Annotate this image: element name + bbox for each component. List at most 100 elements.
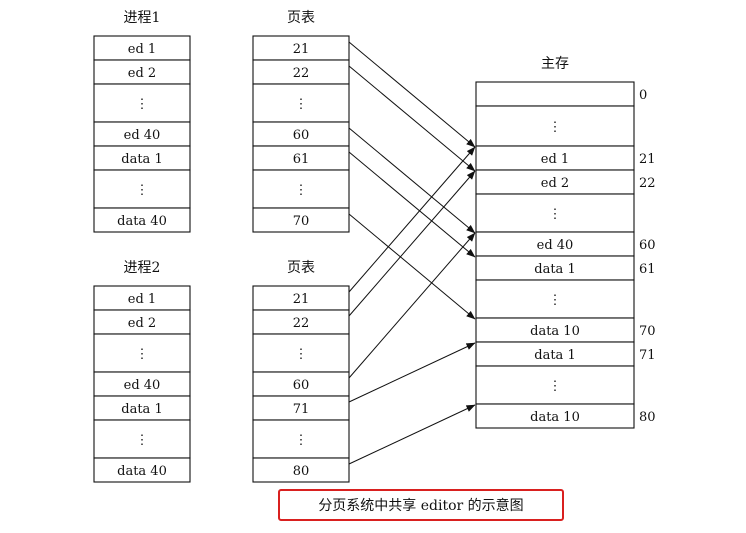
memory-cell — [475, 403, 635, 429]
process1-cell-label: data 1 — [121, 152, 162, 167]
arrows-layer — [348, 41, 476, 465]
pagetable2-title: 页表 — [287, 260, 315, 276]
process2-cell — [93, 419, 191, 459]
pagetable2-cell-label: 22 — [293, 316, 310, 331]
process2-cell-label: data 1 — [121, 402, 162, 417]
figure-caption: 分页系统中共享 editor 的示意图 — [278, 489, 564, 521]
process2-ellipsis: ⋮ — [136, 347, 149, 362]
process2-ellipsis: ⋮ — [136, 433, 149, 448]
memory-ellipsis: ⋮ — [549, 293, 562, 308]
process2-cell-label: ed 2 — [128, 316, 156, 331]
page-mapping-arrow — [348, 232, 476, 379]
memory-title: 主存 — [541, 56, 569, 72]
process1-ellipsis: ⋮ — [136, 183, 149, 198]
tables-layer: 进程1 ed 1 ed 2 ⋮ ed 40 data 1 ⋮ data 40 页表 21 22 ⋮ 60… — [93, 10, 656, 483]
pagetable1-cell — [252, 83, 350, 123]
memory-cell — [475, 317, 635, 343]
process2-cell — [93, 333, 191, 373]
process1-cell — [93, 35, 191, 61]
pagetable1-cell — [252, 121, 350, 147]
pagetable1-cell — [252, 145, 350, 171]
pagetable2-cell — [252, 419, 350, 459]
page-mapping-arrow — [348, 146, 476, 293]
memory-frame-number: 0 — [639, 88, 647, 103]
process1-cell — [93, 59, 191, 85]
process2-cell — [93, 457, 191, 483]
pagetable1-cell-label: 22 — [293, 66, 310, 81]
memory-frame-number: 61 — [639, 262, 656, 277]
pagetable2-cell — [252, 395, 350, 421]
page-mapping-arrow — [348, 127, 476, 234]
pagetable2-cell-label: 80 — [293, 464, 310, 479]
pagetable1-cell-label: 70 — [293, 214, 310, 229]
page-mapping-arrow — [348, 213, 476, 320]
memory-ellipsis: ⋮ — [549, 120, 562, 135]
page-mapping-arrow — [348, 151, 476, 258]
memory-cell — [475, 341, 635, 367]
process1-title: 进程1 — [124, 10, 161, 26]
process1-ellipsis: ⋮ — [136, 97, 149, 112]
process2-cell — [93, 395, 191, 421]
pagetable2-cell — [252, 457, 350, 483]
memory-cell-label: ed 40 — [537, 238, 574, 253]
memory-cell — [475, 231, 635, 257]
process1-cell-label: ed 40 — [124, 128, 161, 143]
pagetable1-cell — [252, 207, 350, 233]
process2-title: 进程2 — [124, 260, 161, 276]
pagetable1-cell-label: 60 — [293, 128, 310, 143]
pagetable1-table: 页表 21 22 ⋮ 60 61 ⋮ 70 — [252, 10, 350, 233]
memory-cell — [475, 169, 635, 195]
pagetable2-cell — [252, 285, 350, 311]
memory-ellipsis: ⋮ — [549, 207, 562, 222]
memory-frame-number: 21 — [639, 152, 656, 167]
memory-frame-number: 60 — [639, 238, 656, 253]
page-mapping-arrow — [348, 342, 476, 403]
memory-cell-label: data 1 — [534, 348, 575, 363]
pagetable2-cell — [252, 309, 350, 335]
process2-cell-label: ed 40 — [124, 378, 161, 393]
process2-cell-label: ed 1 — [128, 292, 156, 307]
process1-table: 进程1 ed 1 ed 2 ⋮ ed 40 data 1 ⋮ data 40 — [93, 10, 191, 233]
memory-frame-number: 71 — [639, 348, 656, 363]
memory-cell-label: data 1 — [534, 262, 575, 277]
process1-cell-label: ed 1 — [128, 42, 156, 57]
process2-cell — [93, 309, 191, 335]
page-mapping-arrow — [348, 170, 476, 317]
memory-frame-number: 70 — [639, 324, 656, 339]
memory-frame-number: 80 — [639, 410, 656, 425]
pagetable2-cell-label: 60 — [293, 378, 310, 393]
process2-table: 进程2 ed 1 ed 2 ⋮ ed 40 data 1 ⋮ data 40 — [93, 260, 191, 483]
process1-cell — [93, 83, 191, 123]
process1-cell-label: data 40 — [117, 214, 167, 229]
pagetable2-table: 页表 21 22 ⋮ 60 71 ⋮ 80 — [252, 260, 350, 483]
process1-cell — [93, 121, 191, 147]
process1-cell — [93, 169, 191, 209]
process1-cell-label: ed 2 — [128, 66, 156, 81]
pagetable1-cell-label: 61 — [293, 152, 310, 167]
pagetable2-cell-label: 71 — [293, 402, 310, 417]
memory-cell — [475, 145, 635, 171]
memory-cell-label: data 10 — [530, 410, 580, 425]
pagetable1-title: 页表 — [287, 10, 315, 26]
memory-cell — [475, 81, 635, 107]
pagetable1-ellipsis: ⋮ — [295, 183, 308, 198]
pagetable2-ellipsis: ⋮ — [295, 347, 308, 362]
memory-ellipsis: ⋮ — [549, 379, 562, 394]
memory-cell-label: ed 1 — [541, 152, 569, 167]
pagetable1-cell — [252, 35, 350, 61]
page-mapping-arrow — [348, 65, 476, 172]
pagetable2-ellipsis: ⋮ — [295, 433, 308, 448]
page-mapping-arrow — [348, 41, 476, 148]
pagetable2-cell — [252, 333, 350, 373]
memory-table: 主存 0 ⋮ ed 1 21 ed 2 22 ⋮ ed 40 60 data 1 61 ⋮ data 10… — [475, 56, 656, 429]
pagetable1-cell-label: 21 — [293, 42, 310, 57]
memory-cell-label: ed 2 — [541, 176, 569, 191]
memory-frame-number: 22 — [639, 176, 656, 191]
process2-cell-label: data 40 — [117, 464, 167, 479]
page-mapping-arrow — [348, 404, 476, 465]
pagetable2-cell-label: 21 — [293, 292, 310, 307]
pagetable1-ellipsis: ⋮ — [295, 97, 308, 112]
memory-cell — [475, 105, 635, 147]
process1-cell — [93, 207, 191, 233]
memory-cell-label: data 10 — [530, 324, 580, 339]
